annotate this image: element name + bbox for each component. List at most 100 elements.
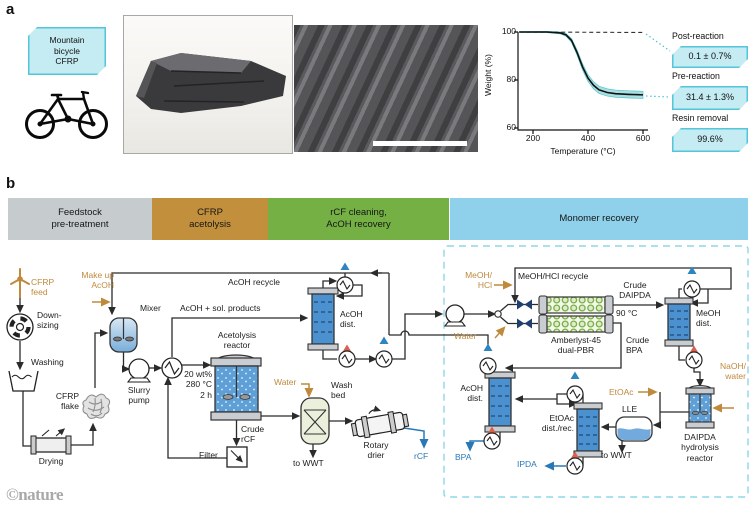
label-daipda-reactor: DAIPDA hydrolysis reactor <box>681 432 719 463</box>
utility-streams <box>92 280 734 413</box>
xtick-200: 200 <box>525 133 541 143</box>
monomer-feed-pump-icon <box>443 304 467 327</box>
label-slurry-pump: Slurry pump <box>127 385 151 406</box>
ytick-60: 60 <box>506 122 516 132</box>
daipda-hydrolysis-reactor-vessel <box>685 384 715 429</box>
label-water-2: Water <box>454 331 477 341</box>
feed-heat-exchanger-icon <box>161 357 183 379</box>
label-amberlyst: Amberlyst-45 dual-PBR <box>550 335 602 356</box>
label-to-wwt-2: to WWT <box>601 450 632 460</box>
tga-chart <box>514 31 671 134</box>
nature-credit: ©nature <box>6 485 64 504</box>
annotation-value-pre: 31.4 ± 1.3% <box>672 86 748 110</box>
reboiler-icons <box>338 344 703 475</box>
monomer-recovery-boundary <box>443 245 749 498</box>
label-crude-rcf: Crude rCF <box>241 424 265 445</box>
chart-xlabel: Temperature (°C) <box>550 146 616 156</box>
annotation-title-pre: Pre-reaction <box>672 71 720 81</box>
pbr-reactor-1 <box>538 295 614 315</box>
label-crude-bpa: Crude BPA <box>626 335 650 356</box>
condenser-meoh-icon <box>683 266 701 298</box>
chart-axes <box>514 31 648 134</box>
label-to-wwt-1: to WWT <box>293 458 324 468</box>
label-reactor-conditions: 20 wt% 280 °C 2 h <box>184 369 212 400</box>
label-makeup-acoh: Make up AcOH <box>81 270 114 291</box>
annotation-connectors <box>645 33 671 98</box>
label-crude-daipda: Crude DAIPDA <box>619 280 651 301</box>
label-cfrp-feed: CFRP feed <box>31 277 55 298</box>
condenser-etoac-icon <box>566 371 584 403</box>
wash-basin-icon <box>8 370 39 392</box>
mixer-vessel <box>109 317 138 353</box>
label-acetolysis-reactor: Acetolysis reactor <box>217 330 257 351</box>
label-washing: Washing <box>31 357 64 367</box>
meoh-distillation-column <box>664 297 694 347</box>
etoac-distillation-column <box>573 402 603 458</box>
label-ipda: IPDA <box>517 459 537 469</box>
ytick-80: 80 <box>506 74 516 84</box>
lle-drum <box>615 416 653 442</box>
label-acoh-recycle: AcOH recycle <box>228 277 280 287</box>
rotary-drier-icon <box>350 405 410 439</box>
valve-icon-bottom <box>517 318 532 329</box>
section-feedstock: Feedstock pre-treatment <box>8 198 152 240</box>
cfrp-flake-icon <box>82 393 111 420</box>
label-etoac: EtOAc <box>609 387 634 397</box>
cfrp-sample-photo <box>123 15 293 154</box>
label-water-1: Water <box>274 377 297 387</box>
cfrp-piece-lines <box>163 70 265 103</box>
label-drying: Drying <box>38 456 64 466</box>
panel-label-a: a <box>6 1 15 18</box>
acetolysis-reactor-vessel <box>210 354 262 421</box>
cfrp-sample-shape <box>136 53 286 113</box>
reboiler-meoh-icon <box>685 345 703 369</box>
label-rcf: rCF <box>414 451 429 461</box>
condenser-icons <box>336 262 701 403</box>
wash-bed-vessel <box>300 397 330 445</box>
product-streams <box>403 427 566 471</box>
cfrp-piece-top <box>151 53 251 73</box>
sample-tag-box: Mountain bicycle CFRP <box>28 27 106 75</box>
label-acoh-sol-products: AcOH + sol. products <box>180 303 261 313</box>
tga-series-pre-reaction <box>519 31 644 96</box>
label-cfrp-flake: CFRP flake <box>55 391 79 412</box>
label-rotary-drier: Rotary drier <box>363 440 389 461</box>
acoh-distillation-column-1 <box>307 287 339 351</box>
condenser-acoh1-icon <box>336 262 354 294</box>
valve-icon-top <box>517 299 532 310</box>
ytick-100: 100 <box>501 26 516 36</box>
label-naoh-water: NaOH/ water <box>720 361 746 382</box>
condenser-acoh2-icon <box>479 343 497 375</box>
label-meoh-hcl-recycle: MeOH/HCl recycle <box>518 271 589 281</box>
label-bpa: BPA <box>455 452 472 462</box>
wind-turbine-icon <box>10 268 30 298</box>
annotation-value-post: 0.1 ± 0.7% <box>672 46 748 68</box>
annotation-title-post: Post-reaction <box>672 31 724 41</box>
bicycle-icon <box>25 90 108 139</box>
cfrp-piece-edge <box>136 61 157 98</box>
reboiler-acoh1-icon <box>338 344 356 368</box>
acoh-distillation-column-2 <box>484 371 516 433</box>
sem-scale-bar <box>373 141 467 146</box>
label-meoh-dist: MeOH dist. <box>696 308 721 329</box>
section-monomer-recovery: Monomer recovery <box>450 198 748 240</box>
label-downsizing: Down- sizing <box>37 310 62 331</box>
annotation-value-resin: 99.6% <box>672 128 748 152</box>
xtick-600: 600 <box>635 133 651 143</box>
section-rcf-cleaning: rCF cleaning, AcOH recovery <box>268 198 449 240</box>
cooler-icon <box>375 336 393 368</box>
process-lines <box>16 267 732 466</box>
section-acetolysis: CFRP acetolysis <box>152 198 268 240</box>
tga-series-group <box>518 31 644 99</box>
slurry-pump-icon <box>126 358 152 383</box>
label-lle: LLE <box>622 404 638 414</box>
label-etoac-dist: EtOAc dist./rec. <box>541 413 574 434</box>
annotation-title-resin: Resin removal <box>672 113 729 123</box>
label-pbr-temp: 90 °C <box>616 308 638 318</box>
label-filter: Filter <box>199 450 218 460</box>
label-acoh-dist-2: AcOH dist. <box>460 383 483 404</box>
filter-icon <box>226 446 248 468</box>
sem-image <box>294 25 478 152</box>
